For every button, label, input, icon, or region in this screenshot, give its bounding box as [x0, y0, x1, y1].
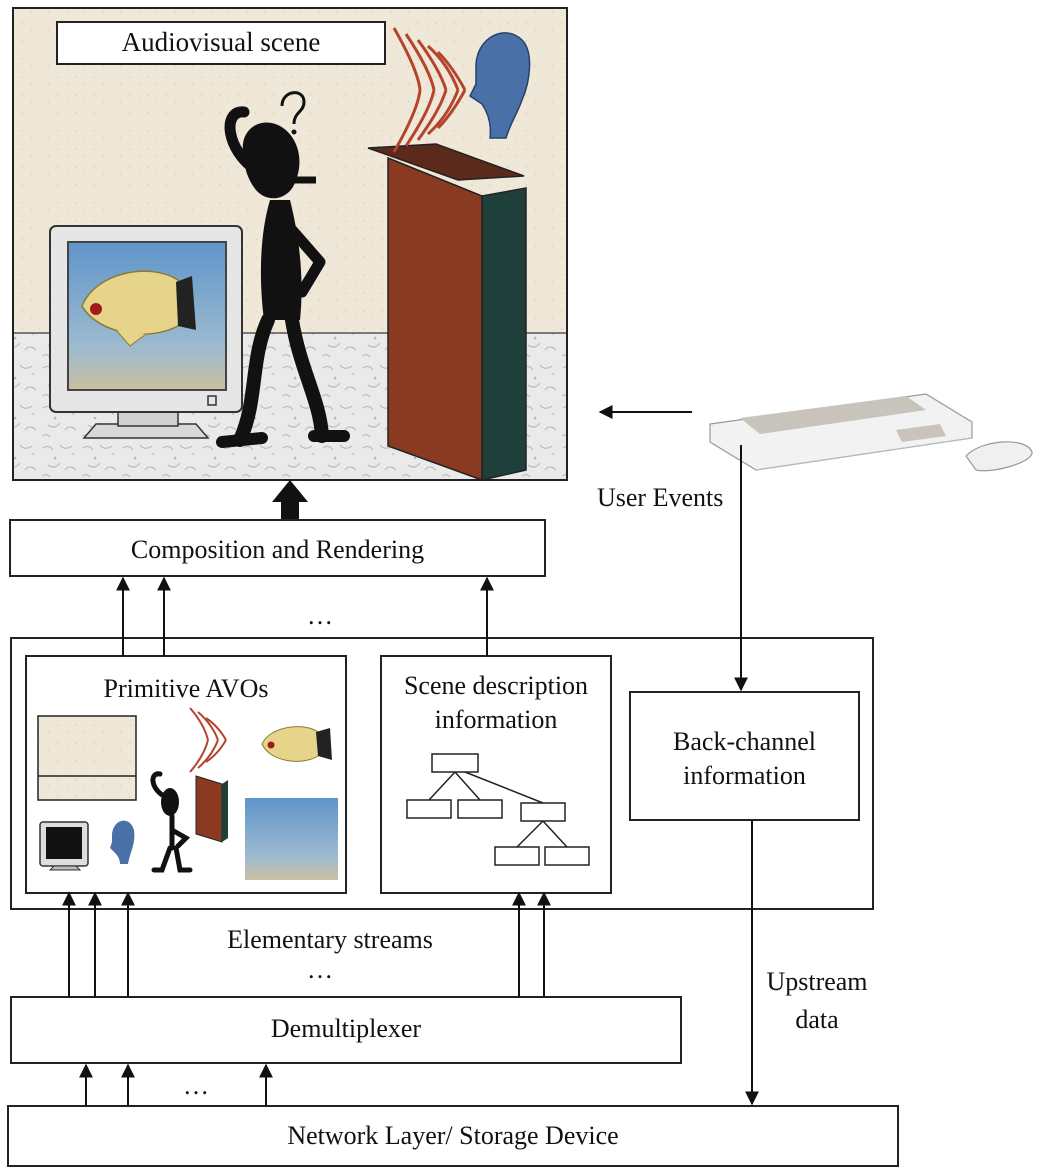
- scene-title-box: [56, 21, 386, 65]
- scene-description-label-1: Scene description: [403, 671, 589, 700]
- avo-monitor-icon: [39, 821, 89, 871]
- scene-description-label-2: information: [434, 705, 558, 734]
- upstream-label-2: data: [795, 1005, 839, 1034]
- fish-icon: [81, 270, 196, 347]
- keyboard-icon: [709, 393, 973, 471]
- confused-person-icon: [216, 91, 350, 448]
- connector-arrows: [62, 445, 759, 1106]
- avo-water-background: [245, 798, 338, 880]
- network-layer-box: [7, 1105, 899, 1167]
- mouse-icon: [965, 441, 1033, 472]
- ellipsis-middle: …: [307, 955, 333, 984]
- back-channel-box: [629, 691, 860, 821]
- avo-person-icon: [150, 771, 193, 873]
- scene-title: Audiovisual scene: [121, 27, 321, 57]
- avo-speaker-icon: [195, 775, 228, 843]
- ellipsis-top: …: [307, 601, 333, 630]
- avo-fish-icon: [261, 726, 332, 762]
- sound-waves-icon: [392, 27, 467, 153]
- head-icon: [469, 32, 531, 139]
- upstream-label-1: Upstream: [766, 967, 868, 996]
- back-channel-label-1: Back-channel: [673, 727, 816, 756]
- back-channel-label-2: information: [683, 761, 806, 790]
- ellipsis-bottom: …: [183, 1071, 209, 1100]
- render-output-arrow: [272, 480, 308, 520]
- demultiplexer-box: [10, 996, 682, 1064]
- avo-head-icon: [110, 820, 135, 864]
- composition-rendering-box: [9, 519, 546, 577]
- tree-diagram-icon: [406, 753, 590, 866]
- speaker-icon: [367, 143, 527, 482]
- composition-label: Composition and Rendering: [130, 535, 425, 564]
- primitive-avos-label: Primitive AVOs: [103, 674, 269, 703]
- avo-thumbnails: [37, 707, 338, 880]
- network-layer-label: Network Layer/ Storage Device: [287, 1121, 619, 1150]
- user-events-label: User Events: [597, 483, 724, 512]
- demultiplexer-label: Demultiplexer: [270, 1014, 422, 1043]
- elementary-streams-label: Elementary streams: [227, 925, 433, 954]
- avo-sound-waves-icon: [189, 707, 227, 773]
